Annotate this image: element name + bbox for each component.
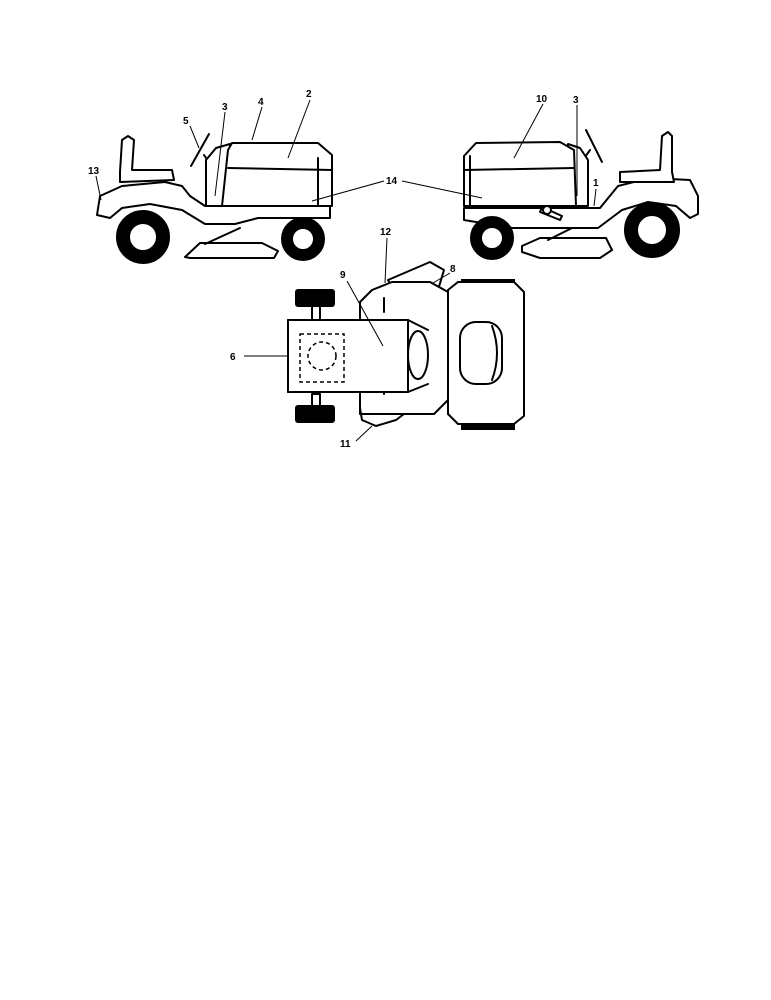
- callout-11: 11: [340, 439, 351, 450]
- callout-2: 2: [306, 89, 312, 100]
- leader-lines: [95, 99, 597, 442]
- callout-13: 13: [88, 166, 100, 177]
- callout-5: 5: [183, 116, 189, 127]
- callout-8: 8: [450, 264, 456, 275]
- callout-14: 14: [386, 176, 398, 187]
- tractor-right-side-view: [463, 129, 699, 260]
- callout-6: 6: [230, 352, 236, 363]
- callout-4: 4: [258, 97, 264, 108]
- tractor-top-view: [287, 261, 525, 430]
- callout-numbers: 1 2 3 3 4 5 6 8 9 10 11 12 13 14: [88, 89, 599, 450]
- tractor-left-side-view: [96, 133, 333, 264]
- callout-12: 12: [380, 227, 392, 238]
- callout-3-right: 3: [573, 95, 579, 106]
- callout-9: 9: [340, 270, 346, 281]
- callout-10: 10: [536, 94, 548, 105]
- callout-1: 1: [593, 178, 599, 189]
- callout-3-left: 3: [222, 102, 228, 113]
